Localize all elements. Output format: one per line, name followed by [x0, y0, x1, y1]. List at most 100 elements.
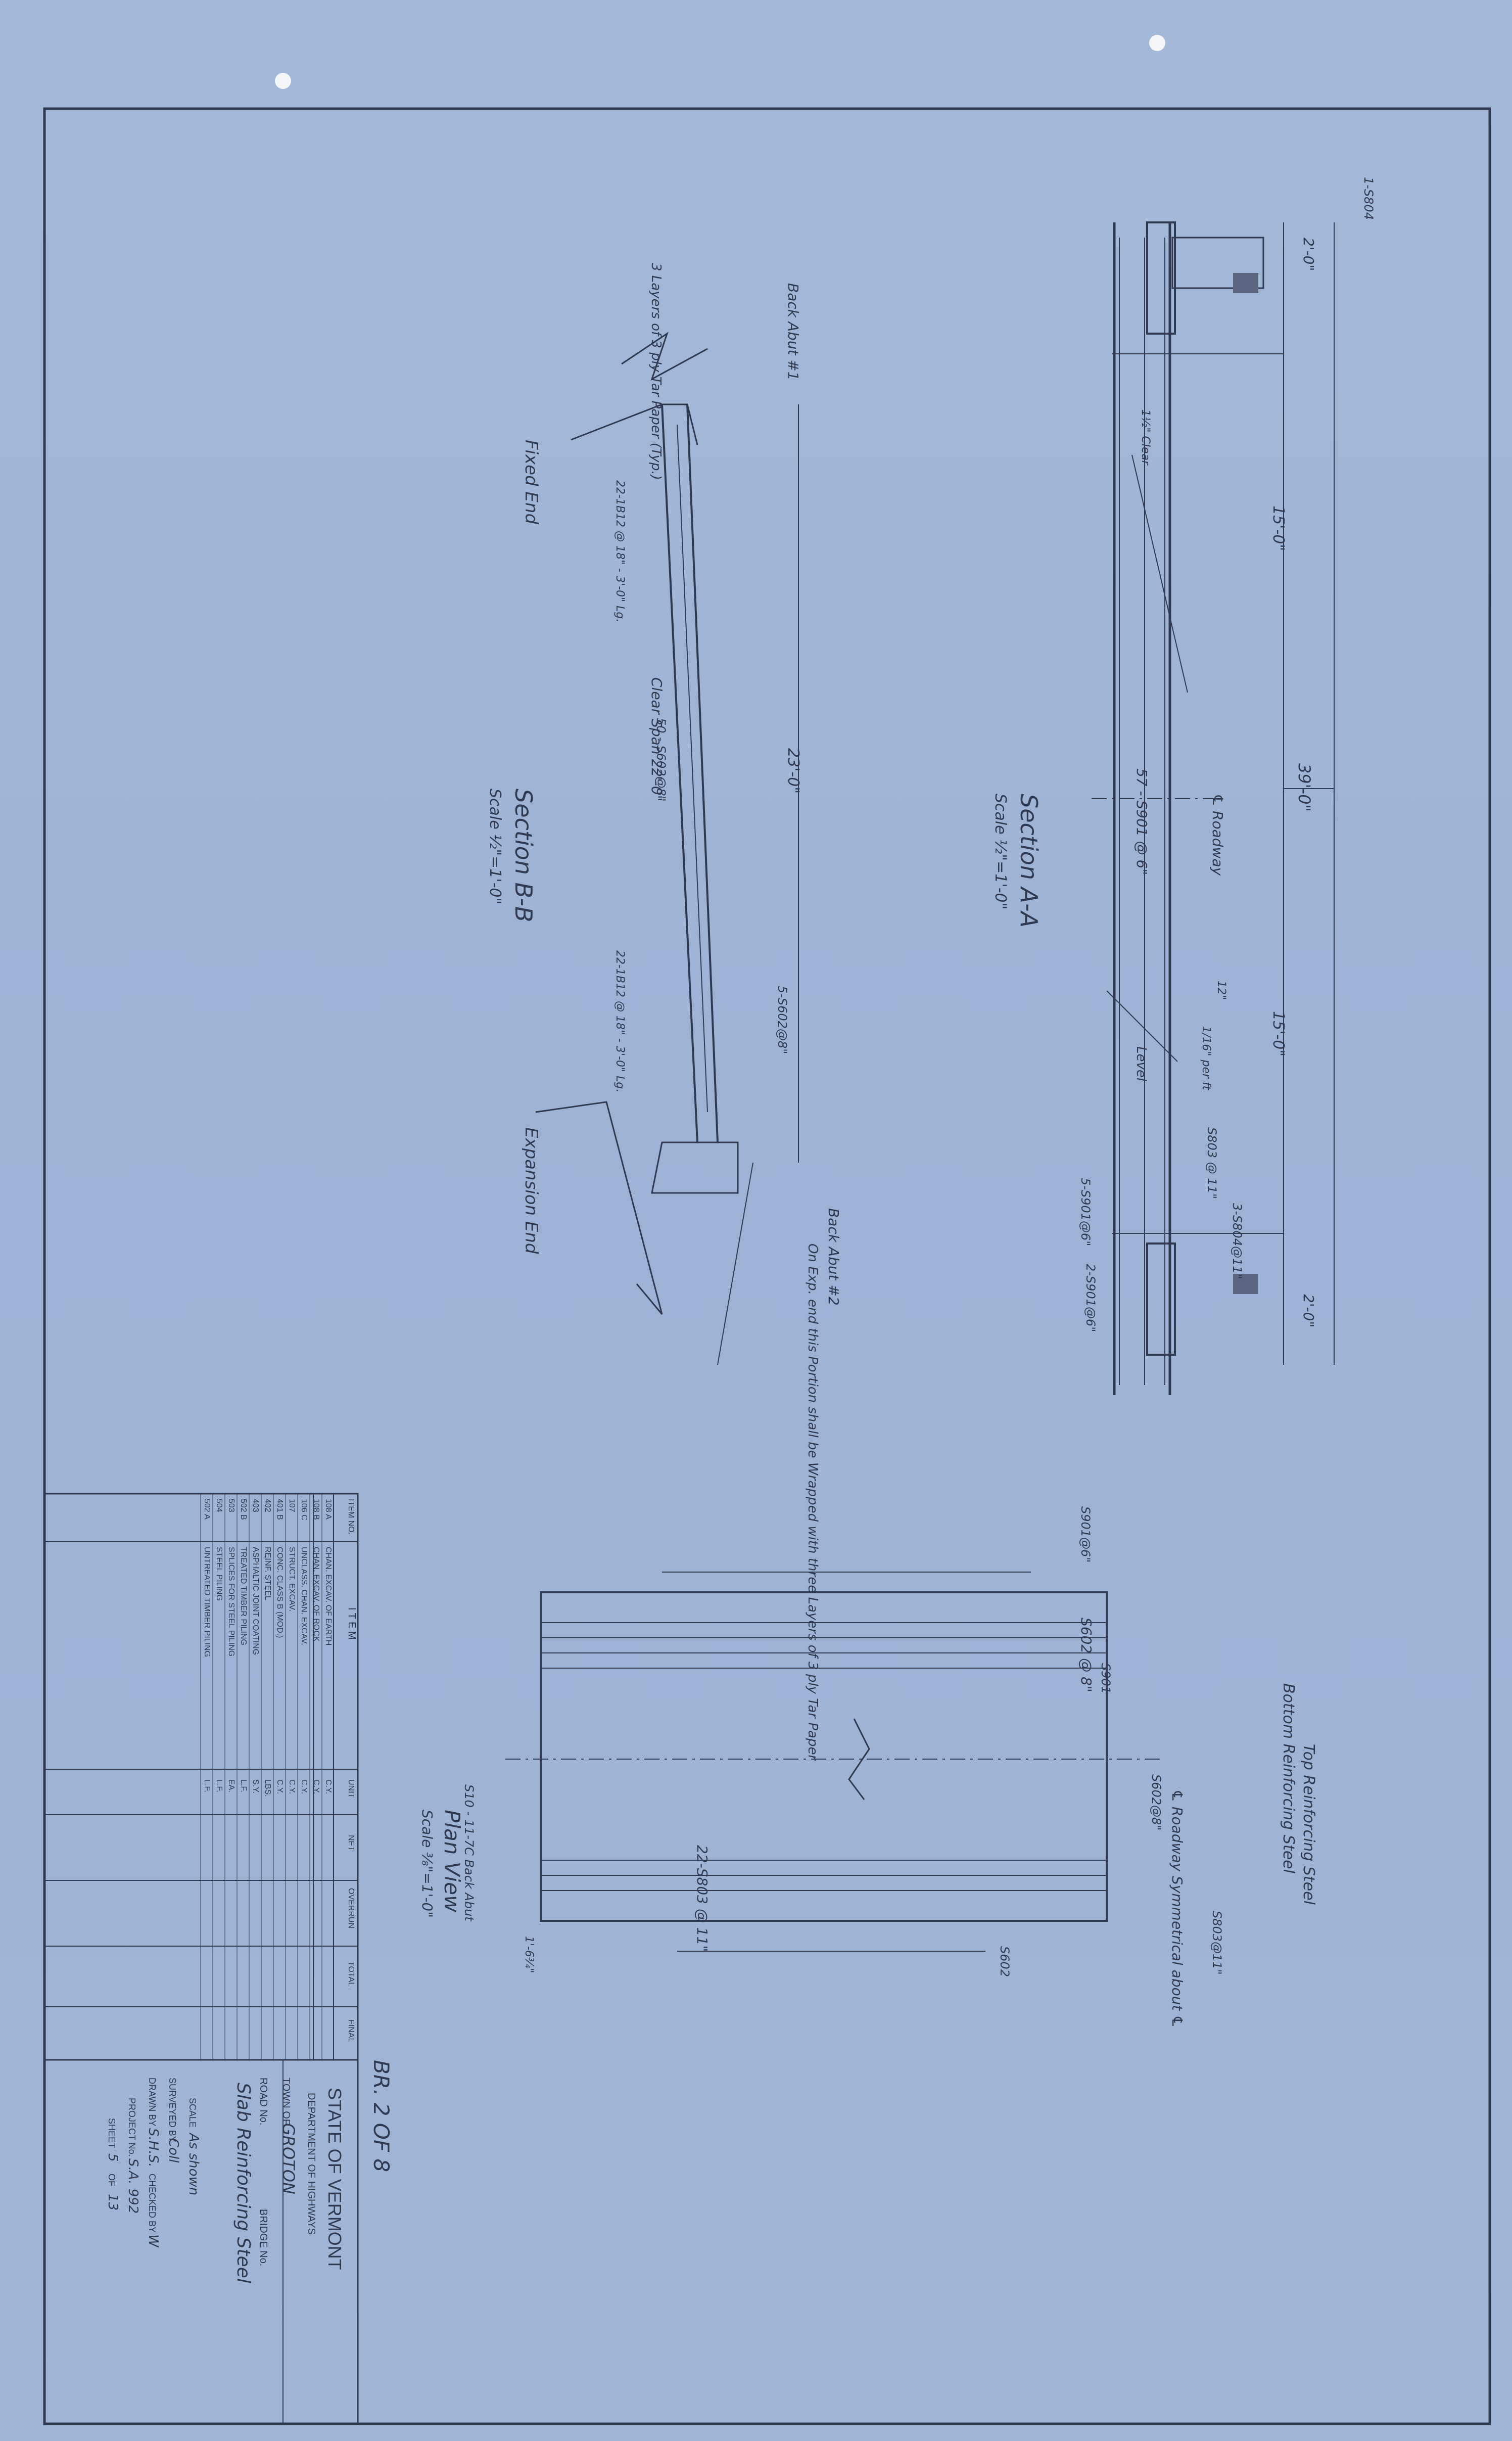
table-row-no: 108 A	[324, 1499, 333, 1519]
bridge-no-field-label: BRIDGE No.	[258, 2209, 269, 2266]
table-row-unit: LBS.	[263, 1779, 272, 1797]
drawing-title: Slab Reinforcing Steel	[233, 2083, 254, 2283]
dept-label: DEPARTMENT OF HIGHWAYS	[306, 2093, 317, 2235]
table-row-item: UNTREATED TIMBER PILING	[203, 1547, 211, 1657]
sheet-border	[43, 107, 1491, 2425]
table-header-final: FINAL	[347, 2019, 355, 2042]
bridge-no-label: BR. 2 OF 8	[369, 2060, 394, 2172]
surveyed-value: Coll	[166, 2138, 181, 2163]
bar-s804-label: 1-S804	[1361, 177, 1376, 220]
bar-s602-b-label: 50 - S602@8"	[654, 718, 668, 802]
twelve-label: 12"	[1215, 981, 1227, 1000]
table-row-item: CONC. CLASS B (MOD.)	[275, 1547, 284, 1638]
bar-s901-plain: S901	[1099, 1663, 1113, 1694]
section-bb-scale: Scale ½"=1'-0"	[486, 789, 504, 904]
clear-15-label: 1½" Clear	[1139, 409, 1152, 466]
s803-11c-label: S803@11"	[1210, 1911, 1224, 1975]
surveyed-label: SURVEYED BY	[167, 2078, 177, 2142]
bar-s602-plain: S602	[998, 1946, 1012, 1977]
table-row-no: 502 B	[239, 1499, 248, 1520]
slope-label: 1/16" per ft	[1200, 1026, 1212, 1091]
tar-paper-label: 3 Layers of 3 ply Tar Paper (Typ.)	[648, 263, 664, 480]
plan-view-drawing	[505, 1572, 1162, 1952]
table-rows: 108 A CHAN. EXCAV. OF EARTH C.Y. 108 B CHAN.…	[200, 1494, 333, 2060]
plan-view-title: Plan View	[440, 1810, 464, 1913]
scale-value: As shown	[186, 2132, 201, 2195]
table-header-net: NET	[347, 1835, 355, 1851]
dim-2b: 2'-0"	[1300, 1294, 1317, 1327]
table-row-item: STEEL PILING	[215, 1547, 223, 1601]
table-row-unit: S.Y.	[251, 1779, 260, 1793]
back-abut-2-label: Back Abut #2	[825, 1208, 842, 1306]
bar-22-1b-b-label: 22-1B12 @ 18" - 3'-0" Lg.	[613, 950, 626, 1092]
table-header-item: I T E M	[346, 1607, 357, 1640]
section-aa-title: Section A-A	[1015, 794, 1043, 928]
dim-15b: 15'-0"	[1269, 1011, 1287, 1056]
table-header-unit: UNIT	[347, 1779, 355, 1799]
title-block-text: BR. 2 OF 8 STATE OF VERMONT DEPARTMENT O…	[105, 2060, 394, 2283]
state-label: STATE OF VERMONT	[324, 2088, 345, 2270]
road-label: ROAD No.	[258, 2078, 269, 2125]
dim-15a: 15'-0"	[1269, 505, 1287, 551]
table-header-itemno: ITEM NO.	[347, 1499, 355, 1535]
table-row-unit: L.F.	[215, 1779, 223, 1792]
town-label: TOWN OF	[280, 2078, 292, 2125]
table-row-item: STRUCT. EXCAV.	[288, 1547, 296, 1611]
roadway-sym-label: ℄ Roadway Symmetrical about ℄	[1169, 1789, 1186, 2028]
roadway-label: ℄ Roadway	[1209, 794, 1226, 876]
bar-5s602-label: 5-S602@8"	[775, 986, 789, 1054]
project-label: PROJECT No.	[127, 2098, 137, 2157]
sheet-value: 5	[105, 2153, 120, 2162]
section-aa-title-group: Section A-A Scale ½"=1'-0"	[991, 794, 1043, 928]
table-row-no: 106 C	[300, 1499, 308, 1521]
table-row-no: 504	[215, 1499, 223, 1512]
clear-span-label: Clear Span 22'-0"	[648, 677, 665, 802]
project-value: S.A. 992	[125, 2158, 140, 2214]
scale-label: SCALE	[187, 2098, 198, 2128]
s901-6b-label: 2-S901@6"	[1083, 1264, 1098, 1332]
top-reinf-label: Top Reinforcing Steel	[1300, 1744, 1317, 1905]
table-row-unit: C.Y.	[300, 1779, 308, 1794]
table-row-no: 403	[251, 1499, 260, 1512]
table-row-unit: C.Y.	[324, 1779, 333, 1794]
punch-hole-left	[275, 73, 291, 89]
plan-view-scale: Scale ⅜"=1'-0"	[419, 1810, 436, 1918]
table-row-unit: C.Y.	[312, 1779, 320, 1794]
sheet-label: SHEET	[107, 2118, 117, 2148]
table-row-unit: L.F.	[239, 1779, 248, 1792]
back-abut-1-label: Back Abut #1	[785, 283, 801, 381]
fixed-end-label: Fixed End	[521, 440, 541, 524]
table-row-no: 108 B	[312, 1499, 320, 1520]
table-row-item: SPLICES FOR STEEL PILING	[227, 1547, 235, 1656]
punch-hole-right	[1149, 35, 1165, 51]
table-row-item: UNCLASS. CHAN. EXCAV.	[300, 1547, 308, 1645]
table-row-no: 107	[288, 1499, 296, 1512]
table-row-unit: EA.	[227, 1779, 235, 1792]
drawn-label: DRAWN BY	[147, 2078, 157, 2126]
bottom-reinf-label: Bottom Reinforcing Steel	[1280, 1683, 1297, 1874]
section-bb-title: Section B-B	[510, 789, 537, 922]
bar-22-1b-label: 22-1B12 @ 18" - 3'-0" Lg.	[613, 480, 626, 622]
drawn-value: S.H.S.	[146, 2128, 161, 2167]
dim-39: 39'-0"	[1295, 763, 1314, 812]
section-bb-title-group: Section B-B Scale ½"=1'-0"	[486, 789, 537, 922]
table-row-item: TREATED TIMBER PILING	[239, 1547, 248, 1645]
bar-s901-label: S901@6"	[1078, 1506, 1093, 1562]
section-aa-drawing	[1092, 221, 1335, 1395]
title-block-frame	[43, 2059, 359, 2425]
table-row-item: CHAN. EXCAV. OF EARTH	[324, 1547, 333, 1645]
expansion-end-label: Expansion End	[521, 1127, 541, 1254]
checked-value: W	[146, 2234, 161, 2248]
dim-23: 23'-0"	[784, 748, 802, 794]
table-row-unit: C.Y.	[275, 1779, 284, 1794]
bar-s803-label: 22-S803 @ 11"	[694, 1845, 711, 1952]
table-row-item: CHAN. EXCAV. OF ROCK	[312, 1547, 320, 1642]
table-header-overrun: OVERRUN	[347, 1888, 355, 1928]
table-row-no: 502 A	[203, 1499, 211, 1519]
of-value: 13	[105, 2194, 120, 2210]
s901-6a-label: 5-S901@6"	[1078, 1178, 1093, 1246]
checked-label: CHECKED BY	[147, 2174, 157, 2233]
plan-title-group: Plan View Scale ⅜"=1'-0"	[419, 1810, 464, 1918]
